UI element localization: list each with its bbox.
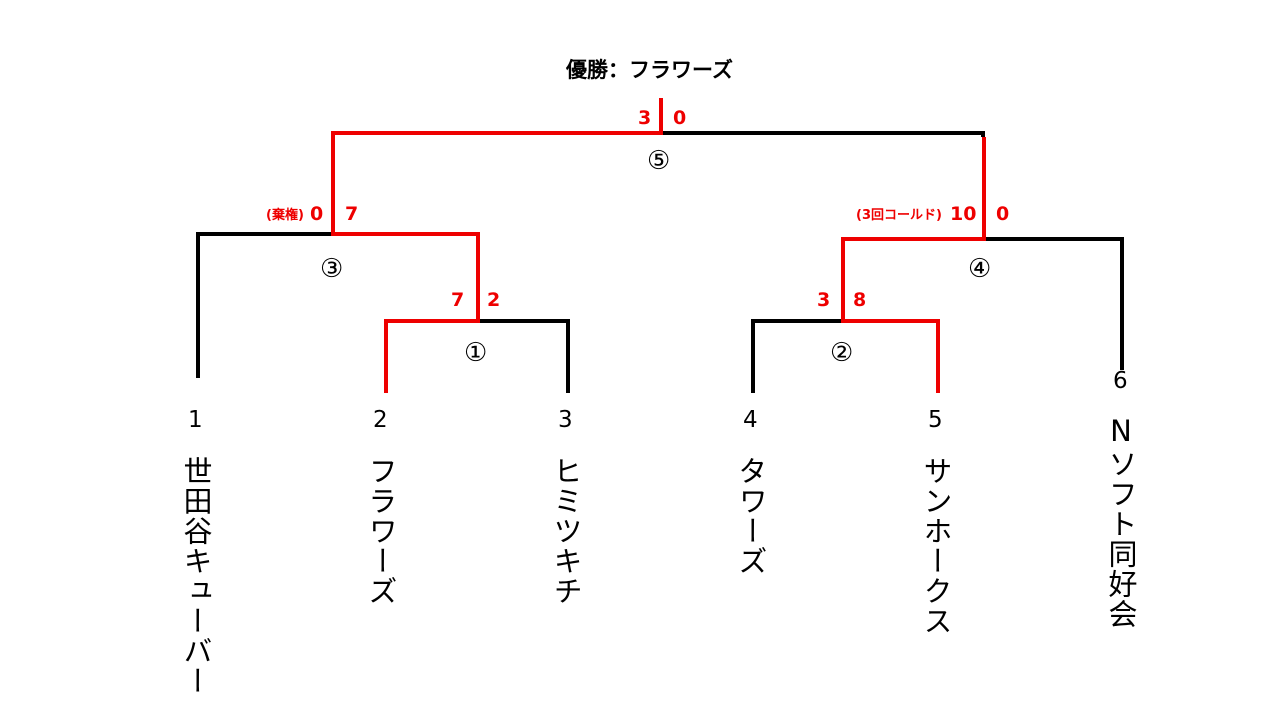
game5-label: ⑤: [647, 146, 671, 176]
bracket-black-lines: [196, 131, 1124, 393]
team4-name: タワーズ: [734, 456, 768, 576]
game1-label: ①: [464, 338, 488, 368]
game5-right-score: 0: [673, 107, 687, 129]
team2-seed: 2: [373, 407, 388, 433]
team2-name: フラワーズ: [364, 456, 398, 606]
game3-label: ③: [320, 254, 344, 284]
game2-label: ②: [830, 338, 854, 368]
game2-right-score: 8: [853, 289, 867, 311]
team6-name: Nソフト同好会: [1104, 414, 1138, 629]
game1-right-score: 2: [487, 289, 501, 311]
game4-left-score: 10: [950, 203, 977, 225]
team5-seed: 5: [928, 407, 943, 433]
game2-left-score: 3: [817, 289, 831, 311]
game3-right-score: 7: [345, 203, 359, 225]
game3-left-score: 0: [310, 203, 324, 225]
game4-label: ④: [968, 254, 992, 284]
game3-left-note: (棄権): [266, 208, 304, 223]
team3-seed: 3: [558, 407, 573, 433]
team6-seed: 6: [1113, 368, 1128, 394]
team1-name: 世田谷キューバー: [179, 456, 213, 696]
game4-left-note: (3回コールド): [856, 208, 942, 223]
team4-seed: 4: [743, 407, 758, 433]
champion-title: 優勝：フラワーズ: [566, 58, 733, 82]
game4-right-score: 0: [996, 203, 1010, 225]
bracket-red-lines: [331, 98, 986, 393]
game1-left-score: 7: [451, 289, 465, 311]
game5-left-score: 3: [638, 107, 652, 129]
team5-name: サンホークス: [919, 456, 953, 636]
team3-name: ヒミツキチ: [549, 456, 583, 606]
team1-seed: 1: [188, 407, 203, 433]
